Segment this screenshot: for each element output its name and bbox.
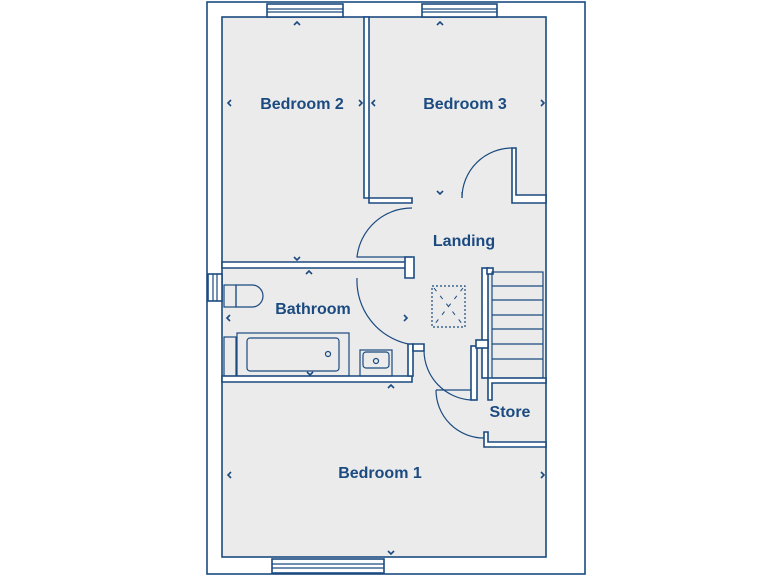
staircase[interactable] xyxy=(491,271,544,379)
internal-walls xyxy=(221,16,547,448)
room-label-bathroom: Bathroom xyxy=(275,301,351,318)
room-label-store: Store xyxy=(490,404,531,421)
dimension-markers xyxy=(225,20,546,556)
room-label-bedroom-1: Bedroom 1 xyxy=(338,465,422,482)
window-bedroom-2 xyxy=(266,3,344,18)
toilet-icon xyxy=(223,284,264,308)
loft-hatch-icon xyxy=(431,285,466,328)
room-label-bedroom-3: Bedroom 3 xyxy=(423,96,507,113)
window-bedroom-1 xyxy=(271,558,385,574)
room-label-landing: Landing xyxy=(433,233,495,250)
room-label-bedroom-2: Bedroom 2 xyxy=(260,96,344,113)
basin-icon xyxy=(359,349,393,377)
doors xyxy=(356,147,513,439)
bath-icon xyxy=(223,332,350,377)
window-bedroom-3 xyxy=(421,3,498,18)
window-bathroom xyxy=(207,273,223,302)
